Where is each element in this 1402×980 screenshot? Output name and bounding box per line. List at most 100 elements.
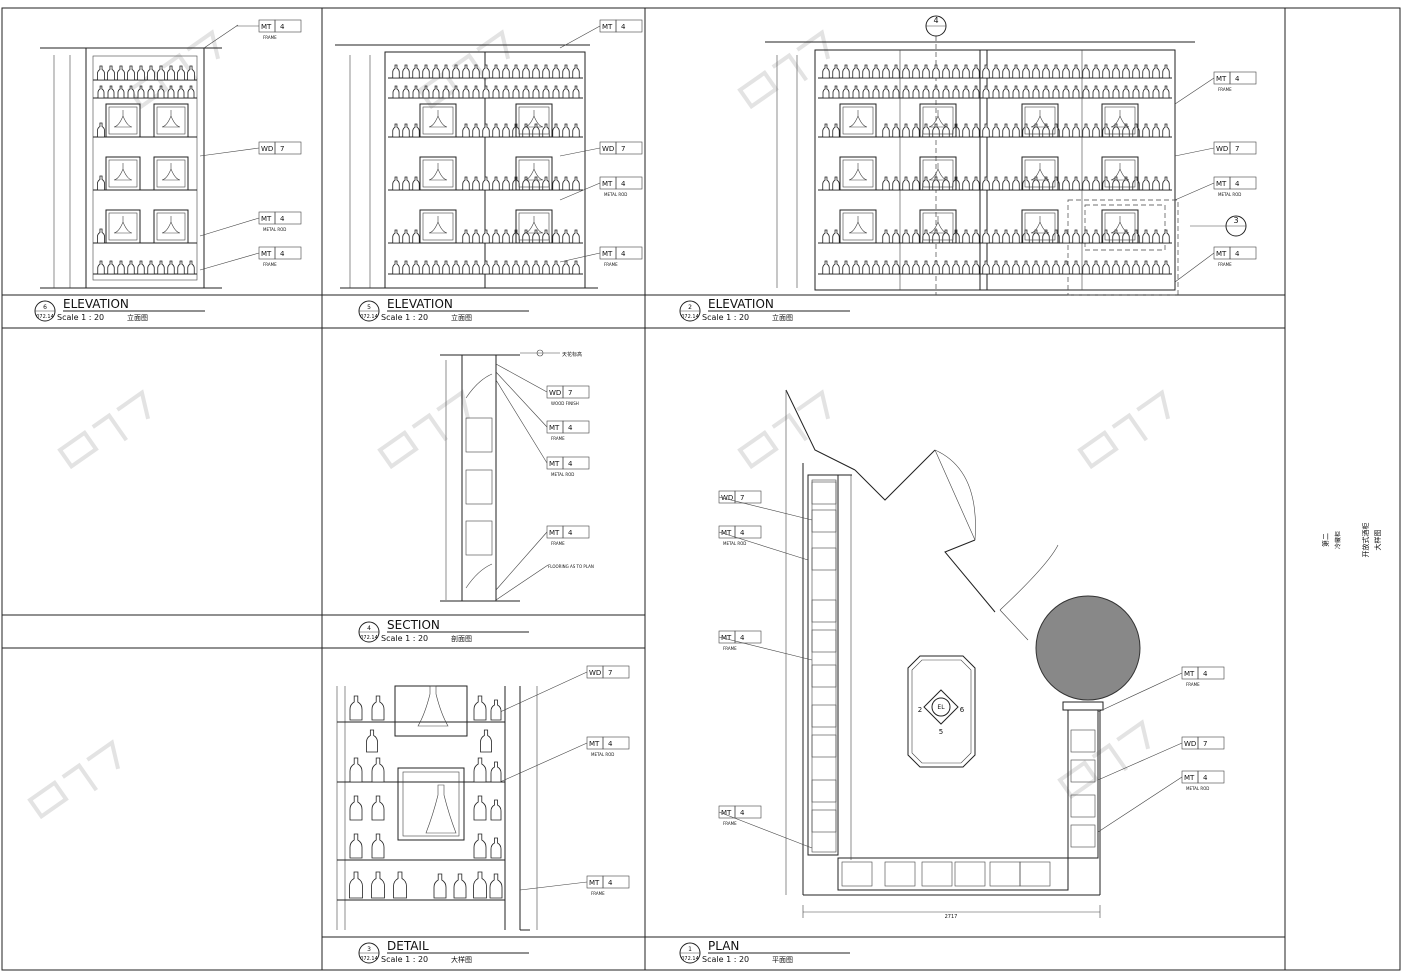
- svg-text:4: 4: [280, 23, 285, 31]
- svg-text:立面图: 立面图: [772, 313, 793, 322]
- svg-text:MT: MT: [1184, 670, 1195, 678]
- svg-text:7: 7: [740, 494, 744, 502]
- svg-text:4: 4: [933, 16, 938, 25]
- svg-text:MT: MT: [589, 740, 600, 748]
- title-block-line2: 冷藏柜: [1334, 531, 1342, 549]
- svg-text:MT: MT: [721, 529, 732, 537]
- svg-text:WD: WD: [549, 389, 561, 397]
- svg-text:4: 4: [280, 250, 285, 258]
- svg-text:WD: WD: [1184, 740, 1196, 748]
- svg-text:Scale 1 : 20: Scale 1 : 20: [381, 634, 428, 643]
- svg-text:4: 4: [1235, 180, 1240, 188]
- svg-text:7: 7: [1203, 740, 1207, 748]
- wd-tag: WD 7: [1097, 736, 1225, 781]
- svg-text:5: 5: [367, 304, 371, 311]
- svg-text:2717: 2717: [945, 914, 958, 920]
- svg-text:1: 1: [688, 946, 692, 953]
- svg-text:2: 2: [688, 304, 692, 311]
- svg-text:大样图: 大样图: [451, 955, 472, 964]
- svg-text:ELEVATION: ELEVATION: [63, 297, 129, 311]
- svg-text:072.14: 072.14: [360, 956, 378, 962]
- svg-text:FRAME: FRAME: [263, 35, 277, 40]
- svg-text:MT: MT: [1216, 75, 1227, 83]
- svg-text:4: 4: [568, 424, 573, 432]
- svg-text:立面图: 立面图: [451, 313, 472, 322]
- plan-1-drawing: EL 2 6 5 2717: [785, 389, 1141, 920]
- svg-text:MT: MT: [602, 180, 613, 188]
- svg-text:METAL ROD: METAL ROD: [1186, 786, 1209, 791]
- svg-text:EL: EL: [937, 704, 945, 711]
- svg-text:4: 4: [621, 180, 626, 188]
- title-block-line1: 第二: [1321, 533, 1330, 547]
- svg-text:Scale 1 : 20: Scale 1 : 20: [702, 313, 749, 322]
- flooring-note: FLOORING AS TO PLAN: [548, 564, 594, 569]
- svg-text:MT: MT: [1184, 774, 1195, 782]
- watermark: [27, 29, 1171, 820]
- svg-text:MT: MT: [721, 809, 732, 817]
- svg-text:MT: MT: [549, 424, 560, 432]
- svg-text:METAL ROD: METAL ROD: [604, 192, 627, 197]
- svg-text:SECTION: SECTION: [387, 618, 440, 632]
- svg-text:4: 4: [740, 634, 745, 642]
- svg-text:4: 4: [621, 23, 626, 31]
- svg-text:7: 7: [568, 389, 572, 397]
- svg-text:ELEVATION: ELEVATION: [708, 297, 774, 311]
- svg-text:4: 4: [1203, 774, 1208, 782]
- svg-text:WD: WD: [261, 145, 273, 153]
- svg-text:MT: MT: [602, 250, 613, 258]
- svg-text:WD: WD: [602, 145, 614, 153]
- svg-text:Scale 1 : 20: Scale 1 : 20: [381, 313, 428, 322]
- svg-text:3: 3: [1233, 216, 1238, 225]
- elevation-5-drawing: [335, 44, 598, 289]
- svg-text:4: 4: [608, 740, 613, 748]
- svg-text:MT: MT: [549, 529, 560, 537]
- svg-text:MT: MT: [721, 634, 732, 642]
- svg-text:Scale 1 : 20: Scale 1 : 20: [702, 955, 749, 964]
- svg-text:Scale 1 : 20: Scale 1 : 20: [381, 955, 428, 964]
- svg-text:剖面图: 剖面图: [451, 634, 472, 643]
- svg-text:072.14: 072.14: [360, 314, 378, 320]
- svg-text:4: 4: [568, 460, 573, 468]
- svg-text:4: 4: [280, 215, 285, 223]
- detail-3-bottles: [349, 695, 503, 899]
- svg-text:MT: MT: [261, 23, 272, 31]
- svg-text:WD: WD: [721, 494, 733, 502]
- svg-text:MT: MT: [1216, 250, 1227, 258]
- svg-text:ELEVATION: ELEVATION: [387, 297, 453, 311]
- title-block: 第二 冷藏柜 开放式酒柜 大样图: [1321, 523, 1382, 558]
- svg-text:4: 4: [568, 529, 573, 537]
- svg-text:MT: MT: [261, 250, 272, 258]
- mt-tag: MT 4: [559, 19, 643, 49]
- svg-text:FRAME: FRAME: [604, 262, 618, 267]
- svg-text:MT: MT: [589, 879, 600, 887]
- svg-text:7: 7: [1235, 145, 1239, 153]
- svg-text:072.14: 072.14: [681, 956, 699, 962]
- elev5-title: 5 072.14 ELEVATION Scale 1 : 20 立面图: [358, 297, 529, 322]
- svg-text:MT: MT: [602, 23, 613, 31]
- svg-text:2: 2: [918, 706, 922, 714]
- svg-text:METAL ROD: METAL ROD: [591, 752, 614, 757]
- svg-text:4: 4: [621, 250, 626, 258]
- section-marker-top: 4: [925, 15, 947, 37]
- elevation-6-drawing: [40, 24, 239, 289]
- svg-text:4: 4: [740, 809, 745, 817]
- svg-text:WOOD FINISH: WOOD FINISH: [551, 401, 579, 406]
- svg-text:FRAME: FRAME: [591, 891, 605, 896]
